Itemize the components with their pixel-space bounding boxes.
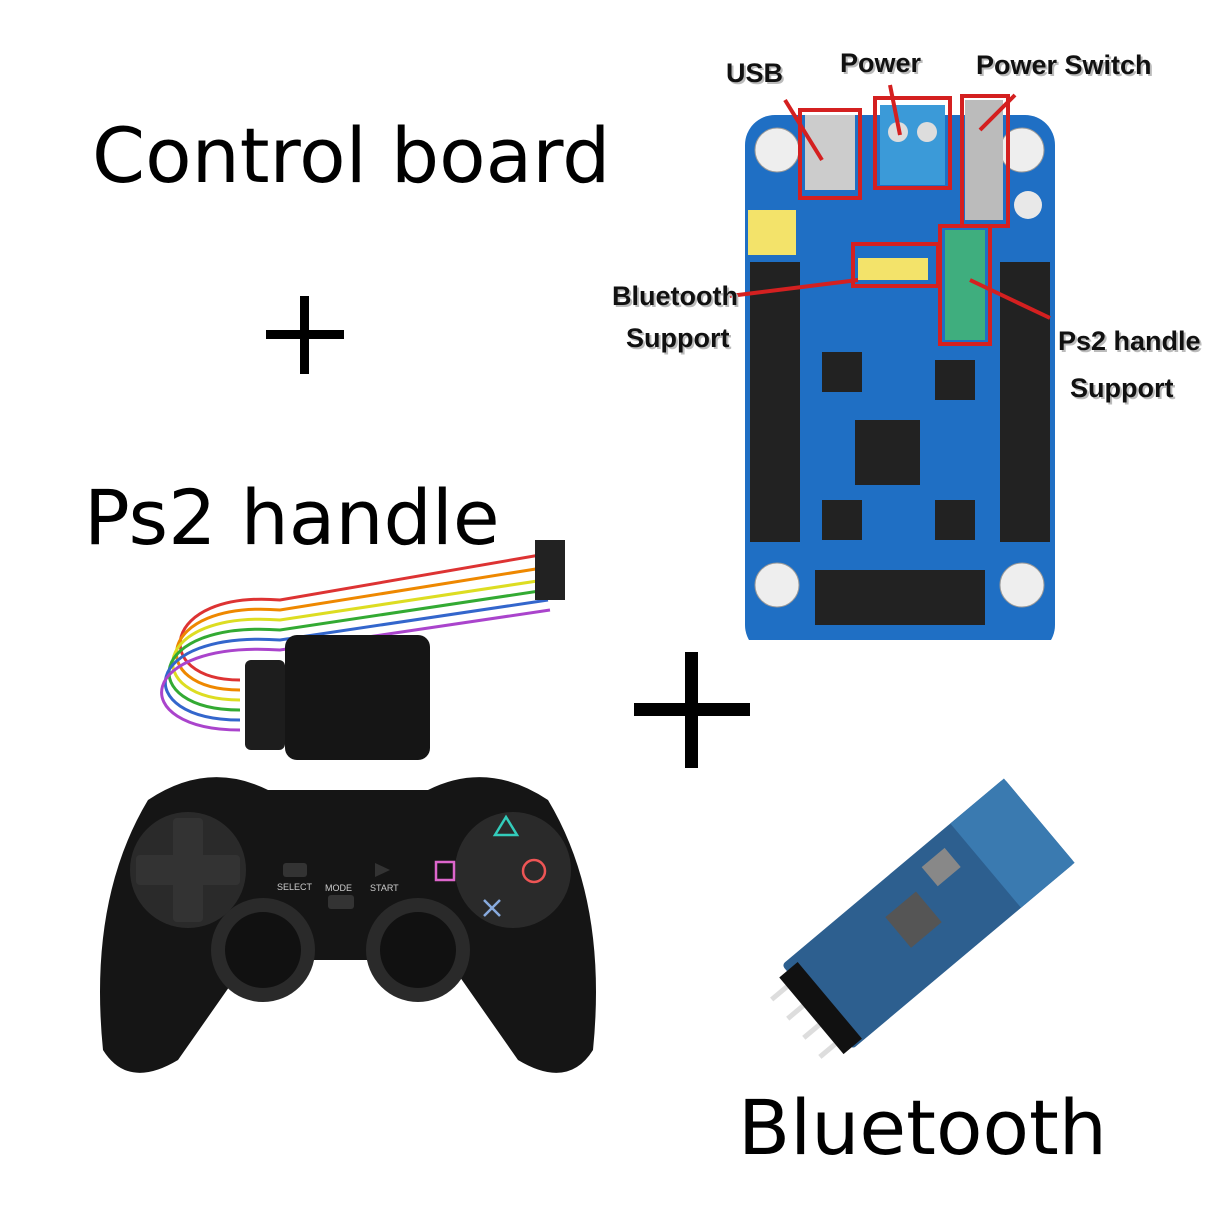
callout-power: Power: [840, 48, 922, 78]
callout-usb: USB: [726, 58, 784, 88]
callout-bluetooth-support-line2: Support: [626, 323, 730, 353]
plus-icon: [634, 652, 750, 768]
callout-ps2-support-line2: Support: [1070, 373, 1174, 403]
yellow-header: [748, 210, 796, 255]
plus-icon: [266, 296, 344, 374]
heading-control-board: Control board: [92, 111, 611, 200]
usb-port: [805, 115, 855, 190]
mode-label: MODE: [325, 883, 352, 893]
start-label: START: [370, 883, 399, 893]
power-switch: [965, 100, 1003, 220]
receiver-body: [285, 635, 430, 760]
callout-ps2-support-line1: Ps2 handle: [1058, 326, 1201, 356]
callout-bluetooth-support-line1: Bluetooth: [612, 281, 738, 311]
ps2-controller-photo: SELECT MODE START: [100, 777, 596, 1073]
callout-power-switch: Power Switch: [976, 50, 1152, 80]
select-label: SELECT: [277, 882, 313, 892]
bluetooth-module-photo: [770, 778, 1075, 1059]
ps2-receiver-photo: [160, 540, 565, 760]
bluetooth-header: [858, 258, 928, 280]
control-board-photo: [729, 84, 1055, 640]
heading-bluetooth: Bluetooth: [738, 1083, 1107, 1172]
heading-ps2-handle: Ps2 handle: [84, 473, 500, 562]
power-terminal: [880, 105, 945, 185]
